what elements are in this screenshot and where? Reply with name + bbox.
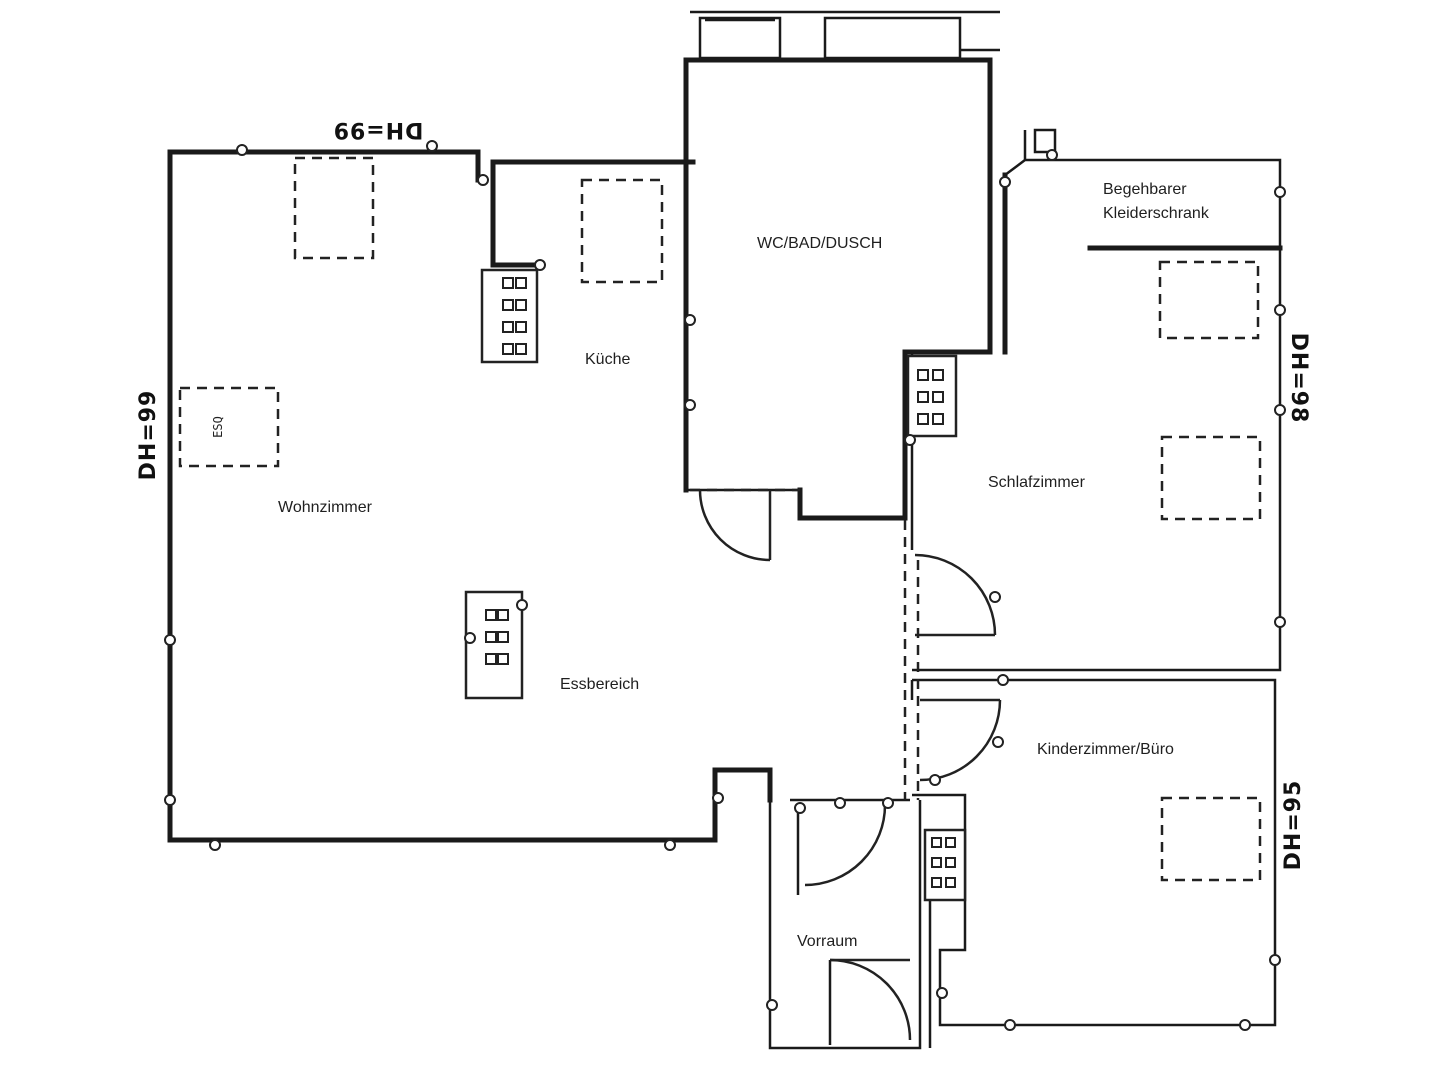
radiator-entry [923,828,967,902]
light-wohnzimmer-left [178,386,280,468]
light-wohnzimmer-top [293,156,375,260]
ceiling-height-top: DH=99 [333,117,424,142]
room-label-kleiderschrank-line1: Begehbarer [1103,181,1187,198]
room-label-vorraum: Vorraum [797,933,857,950]
room-label-kleiderschrank-line2: Kleiderschrank [1103,205,1210,222]
light-kueche [580,178,664,284]
balcony-fixtures [690,10,1000,60]
bedroom-walls [910,128,1283,672]
light-schlafzimmer-bottom [1160,435,1262,521]
corridor-openings [690,488,920,800]
light-schlafzimmer-top [1158,260,1260,340]
room-label-essbereich: Essbereich [560,676,639,693]
room-label-wohnzimmer: Wohnzimmer [278,499,373,516]
ceiling-height-left: DH=99 [136,390,161,481]
kids-room-walls [910,678,1277,1027]
radiator-essbereich [464,590,524,700]
living-room-walls [167,149,773,843]
sockets [164,140,1286,1031]
room-label-kueche: Küche [585,351,630,368]
room-label-bad: WC/BAD/DUSCH [757,235,882,252]
ceiling-height-right-upper: DH=98 [1286,333,1311,424]
fixture-label: ESQ [211,416,225,438]
ceiling-height-right-lower: DH=95 [1281,780,1306,871]
radiator-bedroom [906,354,958,438]
entry-walls [768,798,932,1050]
kitchen-walls [480,159,696,364]
bathroom-walls [683,57,1008,521]
doors [698,489,1002,1041]
room-label-schlafzimmer: Schlafzimmer [988,474,1086,491]
ceiling-lights [178,156,1262,882]
radiators [464,277,967,902]
room-label-kinderzimmer: Kinderzimmer/Büro [1037,741,1174,758]
radiator-kitchen [502,277,527,355]
light-kinderzimmer [1160,796,1262,882]
